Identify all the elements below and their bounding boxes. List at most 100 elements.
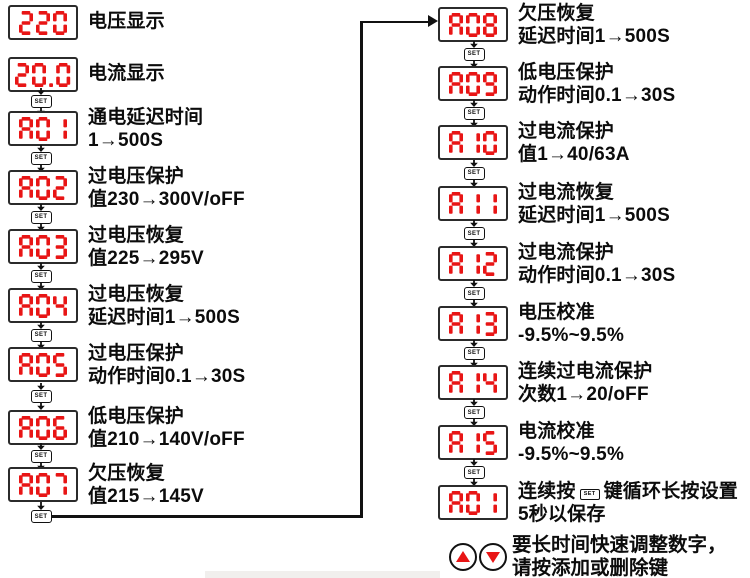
down-arrow-icon	[37, 262, 45, 270]
set-key-button[interactable]: SET	[463, 166, 485, 180]
set-key-button[interactable]: SET	[30, 269, 52, 283]
down-arrow-icon	[470, 119, 478, 127]
step-label-line: 过电压保护	[88, 166, 185, 187]
segment-display-A06	[8, 410, 78, 445]
set-key-button[interactable]: SET	[30, 449, 52, 463]
set-step-connector: SET	[463, 40, 485, 68]
step-label-line: 过电压恢复	[88, 225, 185, 246]
adjust-keys	[449, 543, 507, 571]
step-label-line: 电压校准	[518, 302, 595, 323]
step-label-line: 电流校准	[518, 421, 595, 442]
down-triangle-icon	[486, 552, 500, 563]
down-arrow-icon	[37, 223, 45, 231]
segment-display-220	[8, 5, 78, 40]
flow-route-line-vertical	[360, 20, 363, 518]
segment-display-A14	[438, 365, 508, 400]
step-label-line: 过电流保护	[518, 242, 615, 263]
set-key-button[interactable]: SET	[463, 106, 485, 120]
add-key-button[interactable]	[449, 543, 477, 571]
step-label-line: 动作时间0.1→30S	[518, 264, 676, 286]
set-key-button[interactable]: SET	[463, 227, 485, 240]
set-key-label: SET	[34, 453, 48, 459]
set-step-connector: SET	[463, 339, 485, 367]
set-key-button[interactable]: SET	[463, 287, 485, 300]
set-step-connector: SET	[30, 144, 52, 172]
down-arrow-icon	[470, 60, 478, 68]
step-label-line: 电流显示	[88, 63, 165, 84]
down-arrow-icon	[37, 282, 45, 290]
set-key-button[interactable]: SET	[30, 328, 52, 342]
down-arrow-icon	[37, 144, 45, 152]
down-arrow-icon	[470, 479, 478, 486]
down-arrow-icon	[37, 164, 45, 172]
down-arrow-icon	[470, 459, 478, 466]
set-key-button[interactable]: SET	[30, 151, 52, 165]
set-key-label: SET	[467, 110, 481, 116]
step-label-line: 通电延迟时间	[88, 107, 204, 128]
down-arrow-icon	[37, 341, 45, 349]
set-key-button[interactable]: SET	[463, 466, 485, 479]
segment-display-A13	[438, 306, 508, 341]
set-key-label: SET	[34, 273, 48, 279]
set-key-button[interactable]: SET	[30, 95, 52, 108]
step-label-line: 过电压恢复	[88, 284, 185, 305]
segment-display-A03	[8, 229, 78, 264]
segment-display-A10	[438, 125, 508, 160]
down-arrow-icon	[37, 321, 45, 329]
set-key-label: SET	[467, 170, 481, 176]
set-step-connector: SET	[463, 159, 485, 187]
step-label-line: 值1→40/63A	[518, 143, 630, 165]
set-step-connector: SET	[30, 442, 52, 470]
down-arrow-icon	[470, 240, 478, 247]
set-key-button[interactable]: SET	[463, 47, 485, 61]
step-label: 过电流保护动作时间0.1→30S	[518, 242, 675, 287]
set-key-button[interactable]: SET	[463, 406, 485, 419]
step-label-line: 次数1→20/oFF	[518, 383, 649, 405]
step-label: 欠压恢复值215→145V	[88, 463, 204, 508]
set-key-label: SET	[467, 290, 481, 297]
step-label-line: 过电压保护	[88, 343, 185, 364]
step-label-line: 值225→295V	[88, 247, 204, 269]
step-label: 连续过电流保护次数1→20/oFF	[518, 361, 652, 406]
segment-display-A12	[438, 246, 508, 281]
set-key-button[interactable]: SET	[30, 389, 52, 403]
step-label: 电压校准-9.5%~9.5%	[518, 302, 624, 347]
delete-key-button[interactable]	[479, 543, 507, 571]
set-key-label: SET	[467, 409, 481, 416]
set-key-label: SET	[467, 230, 481, 237]
step-label-line: 过电流恢复	[518, 182, 615, 203]
down-arrow-icon	[37, 203, 45, 211]
step-label-line: 值210→140V/oFF	[88, 428, 245, 450]
down-arrow-icon	[37, 502, 45, 510]
segment-display-A07	[8, 467, 78, 502]
step-label-line: 延迟时间1→500S	[518, 25, 670, 47]
set-key-label: SET	[34, 332, 48, 338]
step-label-line: 动作时间0.1→30S	[88, 365, 246, 387]
set-step-connector: SET	[463, 99, 485, 127]
footer-note-line: 请按添加或删除键	[512, 557, 669, 578]
step-label-line: 电压显示	[88, 11, 165, 32]
step-label: 过电流保护值1→40/63A	[518, 121, 630, 166]
step-label: 欠压恢复延迟时间1→500S	[518, 3, 670, 48]
watermark-strip	[205, 571, 440, 578]
set-key-button[interactable]: SET	[463, 346, 485, 360]
step-label-line: 延迟时间1→500S	[518, 204, 670, 226]
step-label-line: 欠压恢复	[518, 3, 595, 24]
set-step-connector: SET	[463, 399, 485, 426]
step-label-line: 值215→145V	[88, 485, 204, 507]
down-arrow-icon	[470, 339, 478, 347]
down-arrow-icon	[470, 40, 478, 48]
set-step-connector: SET	[463, 220, 485, 247]
down-arrow-icon	[470, 359, 478, 367]
step-label: 低电压保护动作时间0.1→30S	[518, 62, 675, 107]
step-label: 过电压恢复延迟时间1→500S	[88, 284, 240, 329]
set-key-button[interactable]: SET	[30, 210, 52, 224]
down-arrow-icon	[470, 280, 478, 287]
footer-note: 要长时间快速调整数字， 请按添加或删除键	[512, 534, 727, 578]
step-label-line: 1→500S	[88, 129, 164, 151]
set-key-button[interactable]: SET	[30, 510, 52, 523]
set-key-icon: SET	[579, 488, 600, 500]
